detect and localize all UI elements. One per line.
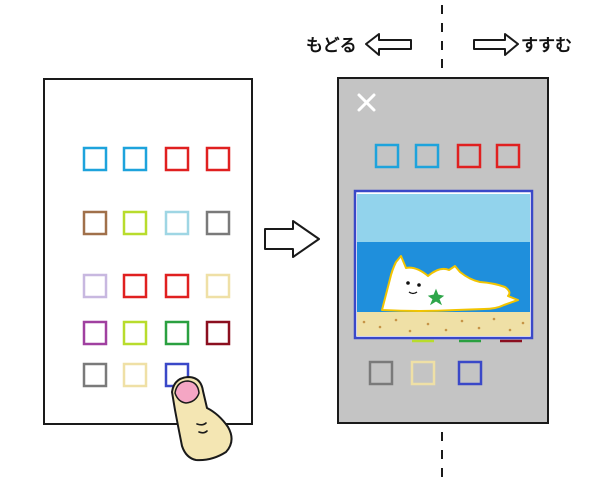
thumbnail-item[interactable] <box>374 143 400 169</box>
thumbnail-item[interactable] <box>205 273 231 299</box>
thumbnail-item[interactable] <box>495 143 521 169</box>
close-x-icon[interactable] <box>357 93 376 112</box>
thumbnail-item[interactable] <box>456 143 482 169</box>
thumbnail-grid <box>82 146 231 388</box>
thumbnail-item[interactable] <box>164 273 190 299</box>
thumbnail-item[interactable] <box>82 146 108 172</box>
thumbnail-item[interactable] <box>205 320 231 346</box>
sand-dots <box>362 317 525 333</box>
thumbnail-item[interactable] <box>82 320 108 346</box>
thumbnail-item[interactable] <box>82 362 108 388</box>
thumbnail-item[interactable] <box>82 273 108 299</box>
thumbnail-item[interactable] <box>164 146 190 172</box>
photo-sand <box>357 312 530 336</box>
thumbnail-item[interactable] <box>164 320 190 346</box>
transition-arrow-icon <box>264 220 320 258</box>
thumbnail-item[interactable] <box>82 210 108 236</box>
phone-grid-view <box>43 78 253 425</box>
cat-eye <box>406 281 410 285</box>
thumbnail-item[interactable] <box>122 320 148 346</box>
photo-sky <box>357 194 530 242</box>
thumbnail-item[interactable] <box>205 210 231 236</box>
thumbnail-item[interactable] <box>368 360 394 386</box>
back-label: もどる <box>306 36 357 56</box>
thumbnail-item[interactable] <box>457 360 483 386</box>
thumbnail-item[interactable] <box>122 210 148 236</box>
thumbnail-item[interactable] <box>164 210 190 236</box>
enlarged-photo <box>353 189 534 340</box>
pointing-finger-icon <box>171 376 233 462</box>
detail-bottom-row <box>368 339 522 386</box>
thumbnail-item[interactable] <box>414 143 440 169</box>
thumbnail-item[interactable] <box>122 362 148 388</box>
cat-eye <box>417 283 421 287</box>
thumbnail-item[interactable] <box>205 146 231 172</box>
thumbnail-item[interactable] <box>122 273 148 299</box>
thumbnail-item[interactable] <box>122 146 148 172</box>
thumbnail-item[interactable] <box>410 360 436 386</box>
cat-mouth <box>408 291 418 295</box>
starfish-icon <box>427 288 445 306</box>
detail-top-row <box>374 143 521 169</box>
forward-arrow-icon <box>473 33 519 56</box>
back-arrow-icon <box>365 33 412 56</box>
cat-illustration <box>381 255 519 312</box>
forward-label: すすむ <box>521 36 572 56</box>
